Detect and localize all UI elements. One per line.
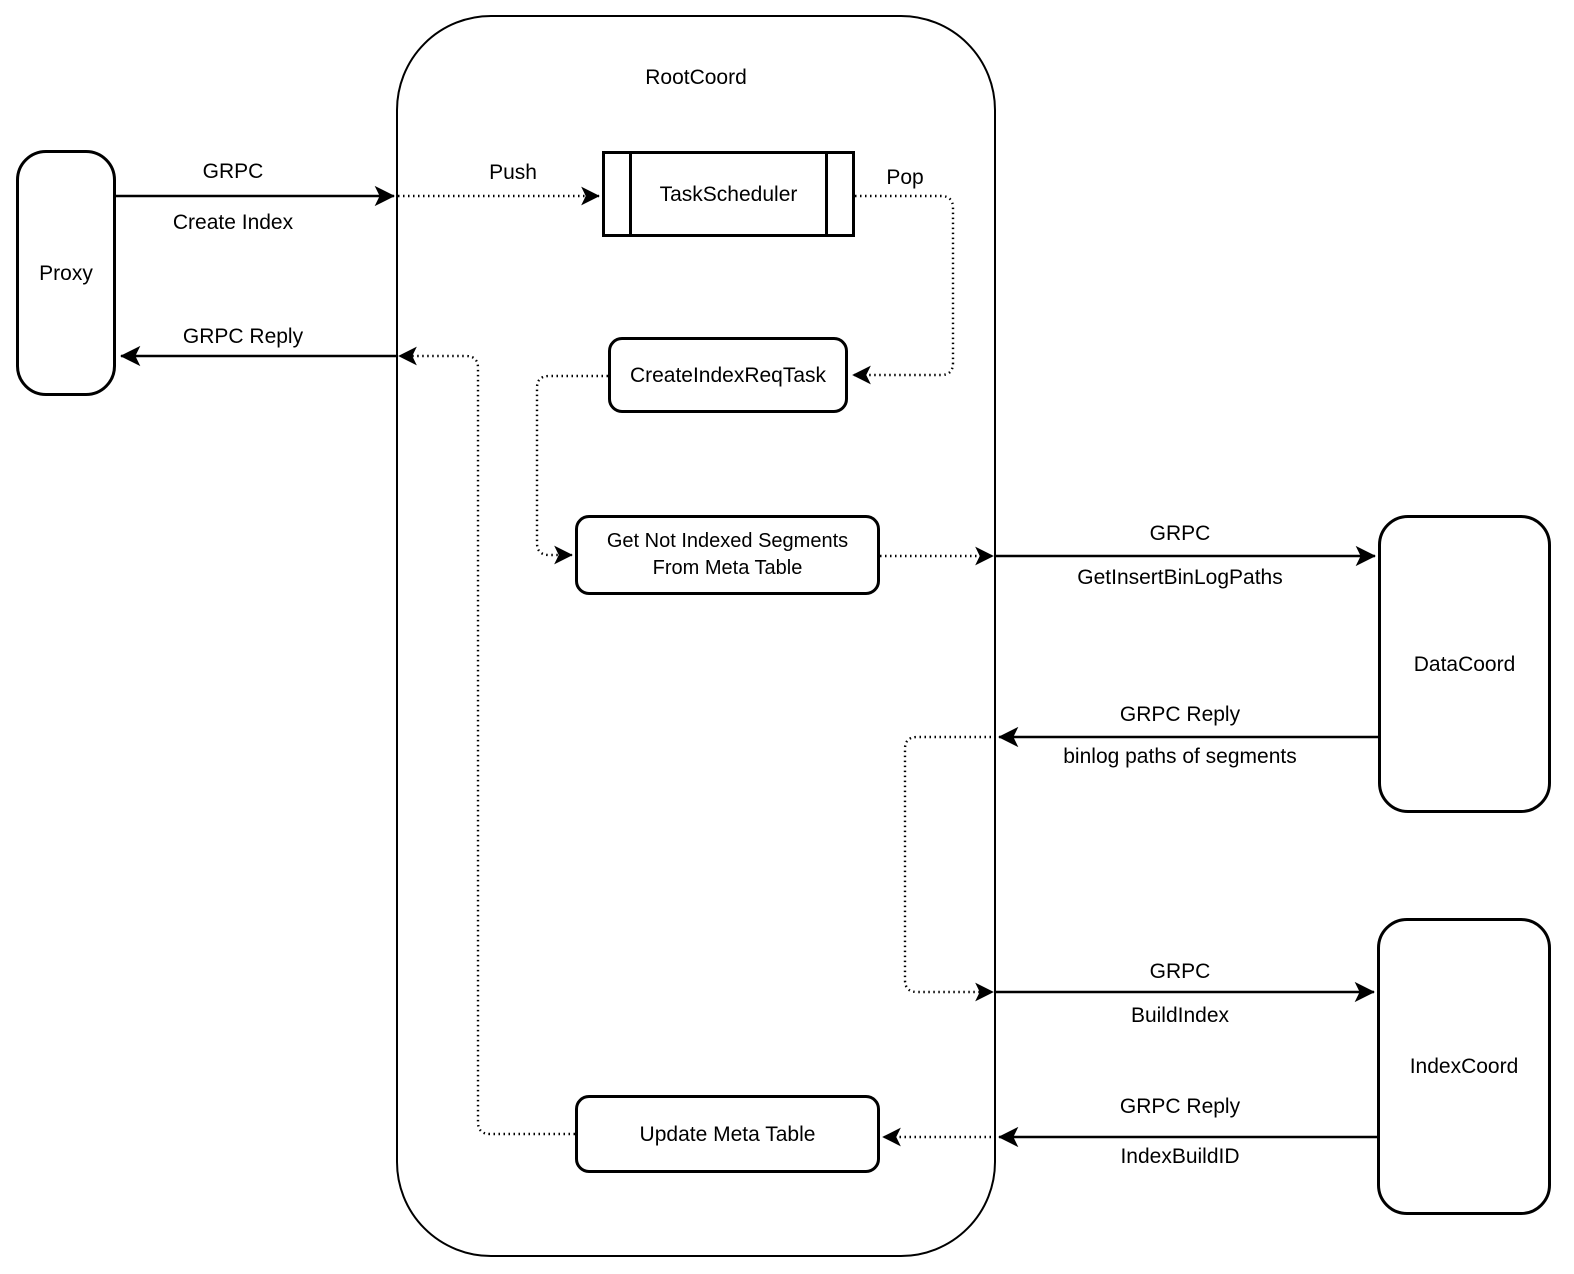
edge-update-meta-to-reply-line [398, 346, 575, 1136]
label-push: Push [489, 161, 537, 184]
node-indexcoord-label: IndexCoord [1409, 1055, 1519, 1078]
label-reply-binlog-2: binlog paths of segments [1063, 745, 1297, 768]
node-datacoord: DataCoord [1378, 515, 1551, 813]
node-update-meta-table-label: Update Meta Table [639, 1122, 816, 1146]
node-datacoord-label: DataCoord [1413, 652, 1516, 676]
edge-task-to-get-segments-line [535, 374, 608, 565]
node-get-not-indexed-segments-label: Get Not Indexed Segments From Meta Table [606, 530, 849, 579]
node-proxy: Proxy [16, 150, 116, 396]
taskscheduler-left-bar [629, 154, 632, 234]
rootcoord-container [396, 15, 996, 1257]
edge-binlog-reply-loop-line [903, 735, 996, 1002]
node-get-not-indexed-segments: Get Not Indexed Segments From Meta Table [575, 515, 880, 595]
taskscheduler-right-bar [825, 154, 828, 234]
label-buildindex-2: BuildIndex [1130, 1004, 1230, 1027]
node-update-meta-table: Update Meta Table [575, 1095, 880, 1173]
node-proxy-label: Proxy [39, 261, 93, 285]
node-taskscheduler-label: TaskScheduler [659, 182, 798, 206]
label-grpc-reply-proxy: GRPC Reply [182, 325, 304, 348]
label-buildindex-1: GRPC [1149, 960, 1211, 983]
label-getinsertbinlogpaths-2: GetInsertBinLogPaths [1077, 566, 1283, 589]
edge-pop-line [852, 194, 955, 385]
node-createindexreqtask-label: CreateIndexReqTask [629, 363, 827, 387]
label-reply-binlog-1: GRPC Reply [1119, 703, 1241, 726]
node-indexcoord: IndexCoord [1377, 918, 1551, 1215]
label-indexbuildid-1: GRPC Reply [1119, 1095, 1241, 1118]
label-pop: Pop [886, 166, 924, 189]
label-getinsertbinlogpaths-1: GRPC [1149, 522, 1211, 545]
node-createindexreqtask: CreateIndexReqTask [608, 337, 848, 413]
label-indexbuildid-2: IndexBuildID [1120, 1145, 1240, 1168]
label-grpc-create-index-2: Create Index [172, 211, 294, 234]
node-taskscheduler: TaskScheduler [602, 151, 855, 237]
rootcoord-title: RootCoord [645, 66, 747, 89]
label-grpc-create-index-1: GRPC [202, 160, 264, 183]
